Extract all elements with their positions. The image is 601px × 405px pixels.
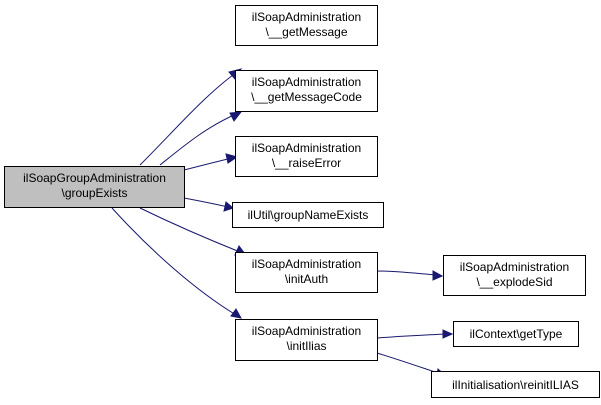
edge-groupExists-to-groupNameExists-arrowhead [223, 201, 234, 212]
node-getMessage-label-line1: ilSoapAdministration [252, 10, 361, 24]
node-getMessageCode[interactable]: ilSoapAdministration \__getMessageCode [235, 70, 378, 112]
node-groupExists-label-line1: ilSoapGroupAdministration [23, 171, 166, 185]
node-getMessageCode-label-line1: ilSoapAdministration [252, 75, 361, 89]
edge-initIlias-to-getType [376, 333, 447, 339]
edges [111, 68, 454, 379]
edge-groupExists-to-raiseError [183, 157, 233, 171]
edge-groupExists-to-initIlias [111, 207, 237, 316]
edge-groupExists-to-groupNameExists [183, 197, 229, 208]
node-explodeSid-label-line1: ilSoapAdministration [460, 260, 569, 274]
node-groupNameExists-label: ilUtil\groupNameExists [248, 208, 369, 222]
node-getMessage-box [235, 5, 378, 46]
node-initIlias-label-line2: \initIlias [286, 339, 326, 353]
edge-groupExists-to-initAuth [139, 207, 241, 253]
node-explodeSid[interactable]: ilSoapAdministration \__explodeSid [443, 255, 586, 296]
node-getMessageCode-label-line2: \__getMessageCode [251, 90, 362, 104]
edge-initAuth-to-explodeSid [376, 270, 437, 276]
node-getMessage[interactable]: ilSoapAdministration \__getMessage [235, 5, 378, 46]
node-getMessage-label-line2: \__getMessage [265, 25, 347, 39]
node-reinitILIAS[interactable]: ilInitialisation\reinitILIAS [431, 371, 600, 398]
node-groupExists-label-line2: \groupExists [61, 186, 127, 200]
node-reinitILIAS-label: ilInitialisation\reinitILIAS [452, 378, 579, 392]
edge-groupExists-to-initIlias-arrowhead [230, 308, 242, 319]
node-raiseError[interactable]: ilSoapAdministration \__raiseError [235, 136, 378, 177]
node-initAuth-label-line2: \initAuth [285, 272, 328, 286]
node-groupNameExists-box [232, 202, 384, 228]
node-initAuth-label-line1: ilSoapAdministration [252, 257, 361, 271]
node-getType-label: ilContext\getType [470, 327, 563, 341]
node-initIlias-label-line1: ilSoapAdministration [252, 324, 361, 338]
node-raiseError-box [235, 136, 378, 177]
node-groupExists-box [4, 166, 185, 208]
edge-groupExists-to-raiseError-arrowhead [225, 153, 239, 164]
node-getType[interactable]: ilContext\getType [453, 321, 579, 347]
node-getMessageCode-box [235, 70, 378, 112]
node-getType-box [453, 321, 579, 347]
node-initAuth[interactable]: ilSoapAdministration \initAuth [235, 252, 378, 293]
node-initIlias[interactable]: ilSoapAdministration \initIlias [235, 319, 378, 361]
node-explodeSid-box [443, 255, 586, 296]
edge-initIlias-to-reinitILIAS [376, 352, 442, 375]
node-reinitILIAS-box [431, 371, 600, 398]
node-groupExists[interactable]: ilSoapGroupAdministration \groupExists [4, 166, 185, 208]
edge-initIlias-to-getType-arrowhead [442, 329, 454, 339]
node-initAuth-box [235, 252, 378, 293]
node-raiseError-label-line2: \__raiseError [272, 156, 341, 170]
edge-groupExists-to-getMessageCode-arrowhead [229, 111, 243, 122]
edge-initAuth-to-explodeSid-arrowhead [432, 270, 444, 281]
node-initIlias-box [235, 319, 378, 361]
node-raiseError-label-line1: ilSoapAdministration [252, 141, 361, 155]
edge-groupExists-to-getMessage [139, 71, 238, 166]
node-explodeSid-label-line2: \__explodeSid [476, 275, 552, 289]
edge-groupExists-to-getMessageCode [159, 113, 237, 166]
node-groupNameExists[interactable]: ilUtil\groupNameExists [232, 202, 384, 228]
